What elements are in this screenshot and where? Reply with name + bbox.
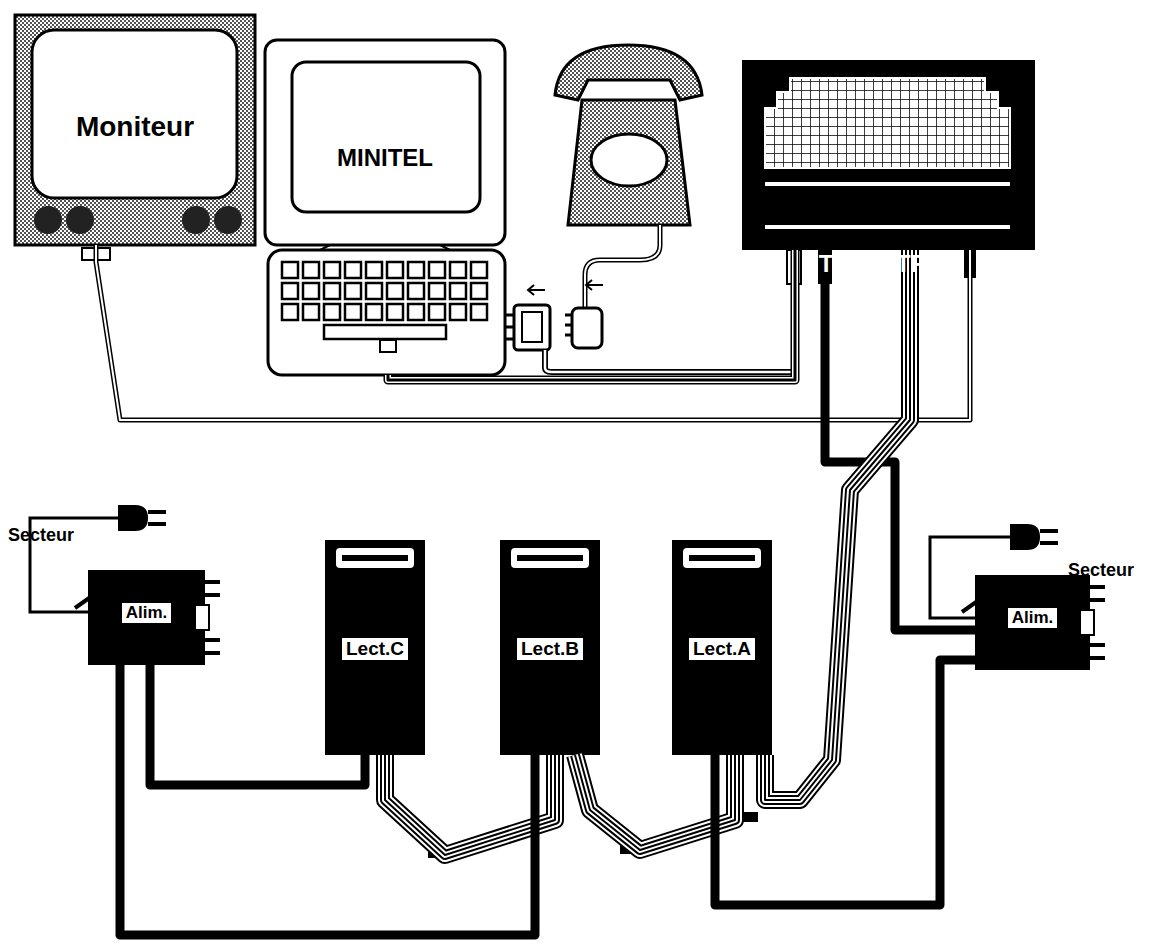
cable-stroke bbox=[765, 250, 910, 800]
cable-stroke bbox=[385, 755, 555, 855]
key bbox=[471, 262, 487, 278]
cable-stroke bbox=[385, 755, 555, 855]
cable-stroke bbox=[388, 250, 795, 380]
cable-stroke bbox=[388, 250, 795, 380]
cable-stroke bbox=[765, 250, 910, 800]
reader-box: Lect.C bbox=[325, 540, 425, 755]
power-supply-box: Alim. bbox=[88, 570, 205, 665]
key bbox=[282, 283, 298, 299]
cable bbox=[388, 250, 795, 380]
reader-drawings bbox=[325, 540, 772, 755]
power-supply-box: Alim. bbox=[975, 575, 1090, 670]
power-supply-drawings bbox=[75, 570, 1105, 670]
node-label: Lect.C bbox=[342, 638, 408, 660]
key bbox=[282, 262, 298, 278]
key bbox=[324, 304, 340, 320]
key bbox=[408, 283, 424, 299]
key bbox=[366, 283, 382, 299]
node-label: Lect.A bbox=[689, 638, 755, 660]
key bbox=[387, 262, 403, 278]
node-label: Alim. bbox=[1008, 608, 1058, 628]
cable bbox=[150, 665, 365, 785]
key bbox=[303, 262, 319, 278]
cable-stroke bbox=[765, 250, 910, 800]
key bbox=[345, 262, 361, 278]
cable-stroke bbox=[120, 665, 535, 935]
cable-stroke bbox=[385, 755, 555, 855]
node-label: Alim. bbox=[122, 603, 172, 623]
cable-stroke bbox=[385, 755, 555, 855]
key bbox=[471, 304, 487, 320]
reader-box: Lect.B bbox=[500, 540, 600, 755]
key bbox=[450, 304, 466, 320]
minitel-drawing bbox=[265, 40, 505, 375]
node-label: TELESTRAT bbox=[819, 250, 959, 278]
cable-stroke bbox=[765, 250, 910, 800]
cable bbox=[96, 245, 970, 420]
key bbox=[324, 283, 340, 299]
key bbox=[366, 262, 382, 278]
node-label: Moniteur bbox=[76, 111, 194, 143]
key bbox=[282, 304, 298, 320]
cable bbox=[715, 660, 975, 905]
cable bbox=[120, 665, 535, 935]
key bbox=[366, 304, 382, 320]
key bbox=[450, 283, 466, 299]
mains-label: Secteur bbox=[8, 525, 74, 546]
node-label: MINITEL bbox=[337, 144, 433, 172]
key bbox=[408, 262, 424, 278]
key bbox=[303, 283, 319, 299]
key bbox=[345, 304, 361, 320]
key bbox=[408, 304, 424, 320]
telestrat-box: TELESTRAT bbox=[742, 60, 1035, 250]
key bbox=[387, 283, 403, 299]
key bbox=[450, 262, 466, 278]
key bbox=[324, 262, 340, 278]
cable-stroke bbox=[96, 245, 970, 420]
cable-stroke bbox=[150, 665, 365, 785]
mains-plugs bbox=[30, 505, 1058, 618]
cable bbox=[385, 755, 555, 855]
cable-stroke bbox=[96, 245, 970, 420]
key bbox=[324, 325, 446, 339]
key bbox=[471, 283, 487, 299]
telestrat-drawing bbox=[742, 60, 1035, 284]
mains-label: Secteur bbox=[1068, 560, 1134, 581]
key bbox=[429, 262, 445, 278]
monitor-box: Moniteur bbox=[15, 15, 255, 245]
cable-stroke bbox=[765, 250, 910, 800]
key bbox=[387, 304, 403, 320]
minitel-box: MINITEL bbox=[265, 40, 505, 375]
cable-stroke bbox=[388, 250, 795, 380]
cable bbox=[765, 250, 910, 800]
key bbox=[345, 283, 361, 299]
node-label: Lect.B bbox=[517, 638, 583, 660]
cable-stroke bbox=[715, 660, 975, 905]
key bbox=[429, 304, 445, 320]
cable-stroke bbox=[385, 755, 555, 855]
key bbox=[429, 283, 445, 299]
key bbox=[303, 304, 319, 320]
monitor-drawing bbox=[15, 15, 255, 260]
reader-box: Lect.A bbox=[672, 540, 772, 755]
